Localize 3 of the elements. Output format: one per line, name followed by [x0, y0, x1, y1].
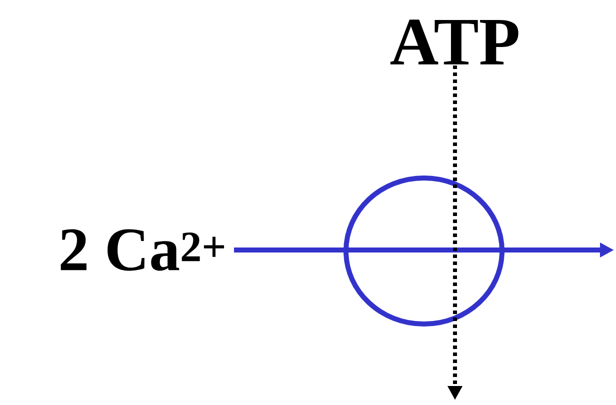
ion-label: ATP: [390, 20, 518, 64]
ion-label: 2 Ca$^{2+}$: [60, 229, 224, 271]
pump-circle: [344, 176, 504, 326]
